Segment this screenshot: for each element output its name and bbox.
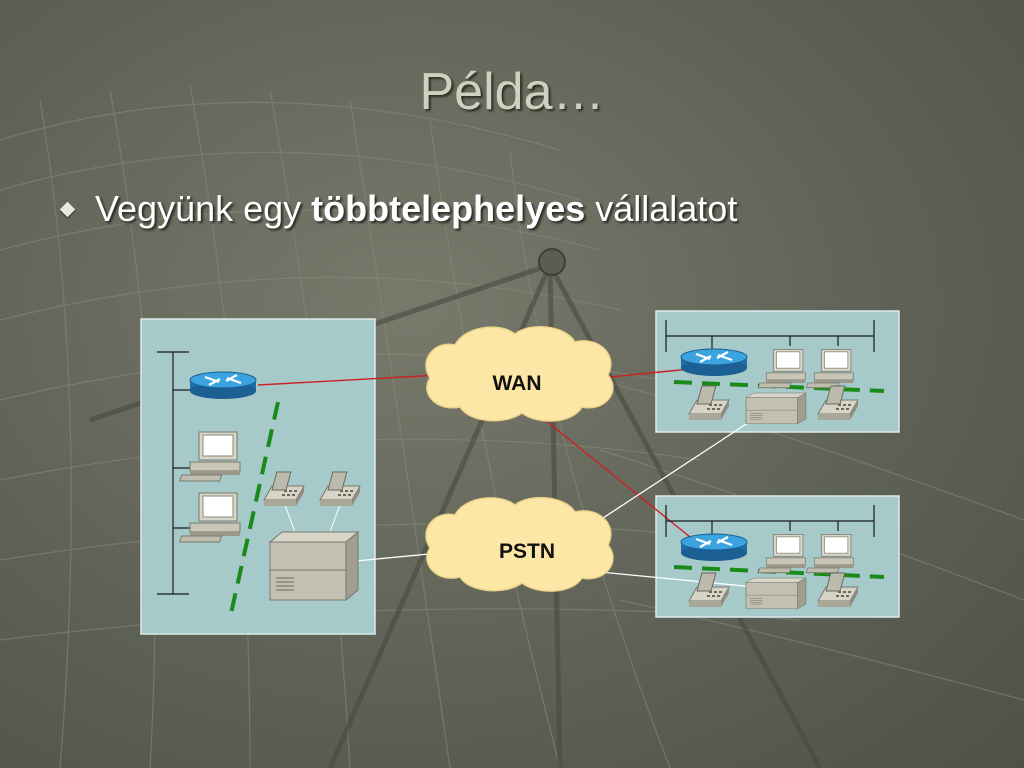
- pbx-icon: [745, 392, 807, 424]
- vlan-separator-branch-2: [673, 565, 885, 579]
- pstn-link-main: [344, 552, 441, 563]
- bullet-text-bold: többtelephelyes: [311, 188, 586, 229]
- vlan-separator-branch-1: [673, 380, 885, 393]
- pbx-icon: [745, 577, 807, 609]
- bullet-text-suffix: vállalatot: [585, 188, 738, 229]
- bullet-text-prefix: Vegyünk egy: [95, 188, 312, 229]
- slide-title: Példa…: [419, 63, 605, 121]
- main-site: [157, 351, 361, 619]
- router-icon: [188, 370, 258, 401]
- wan-link-branch-2: [544, 419, 701, 546]
- cloud-icon: [425, 326, 614, 422]
- vlan-separator-main: [228, 401, 280, 619]
- wan-label: WAN: [493, 372, 542, 395]
- wan-link-main: [257, 374, 441, 386]
- router-icon: [679, 532, 749, 563]
- branch-site-1: [665, 320, 885, 424]
- pstn-cloud: PSTN: [425, 496, 614, 592]
- cloud-icon: [425, 496, 614, 592]
- pbx-icon: [269, 531, 359, 601]
- router-icon: [679, 347, 749, 378]
- bullet-item: Vegyünk egy többtelephelyes vállalatot: [59, 188, 738, 230]
- wan-cloud: WAN: [425, 326, 614, 422]
- pstn-links: [344, 412, 766, 589]
- pstn-link-branch-1: [599, 412, 764, 521]
- branch-site-2: [665, 505, 885, 609]
- pstn-label: PSTN: [499, 540, 555, 563]
- pstn-link-branch-2: [599, 571, 766, 589]
